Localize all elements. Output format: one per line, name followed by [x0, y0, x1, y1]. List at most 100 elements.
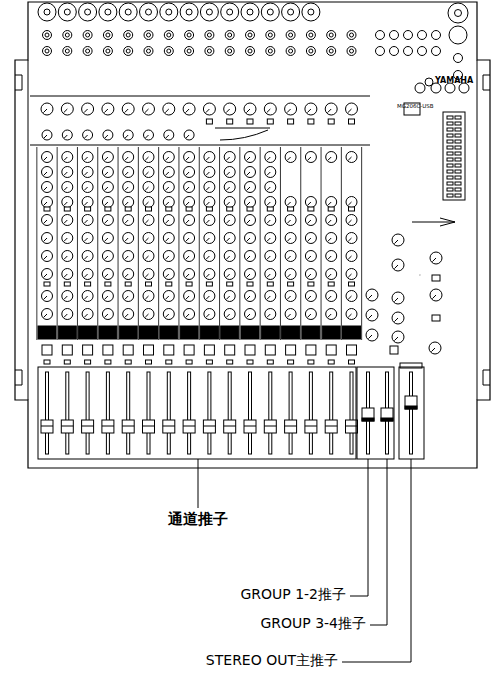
- knob: [42, 197, 53, 208]
- knob: [62, 251, 73, 262]
- phone-jack: [286, 31, 295, 40]
- knob: [204, 167, 215, 178]
- knob: [245, 152, 256, 163]
- knob: [184, 167, 195, 178]
- meter-segment: [447, 152, 453, 155]
- knob-pointer: [308, 157, 311, 160]
- phone-jack-core: [329, 33, 333, 37]
- knob-pointer: [84, 157, 87, 160]
- knob-pointer: [206, 157, 209, 160]
- peak-led: [125, 360, 131, 364]
- phone-jack-core: [167, 33, 171, 37]
- knob: [265, 251, 276, 262]
- knob: [204, 182, 215, 193]
- knob-pointer: [394, 318, 398, 322]
- phone-jack: [185, 31, 194, 40]
- knob-pointer: [186, 109, 190, 113]
- knob-pointer: [104, 109, 108, 113]
- knob-pointer: [267, 157, 270, 160]
- leader-line: [387, 459, 388, 625]
- knob-pointer: [206, 314, 209, 317]
- meter-segment: [447, 176, 453, 179]
- knob: [224, 167, 235, 178]
- xlr-pin: [247, 9, 253, 15]
- meter-segment: [447, 170, 453, 173]
- knob: [285, 152, 296, 163]
- knob-pointer: [206, 109, 210, 113]
- knob-pointer: [328, 220, 331, 223]
- knob-pointer: [166, 256, 169, 259]
- meter-segment: [455, 122, 461, 125]
- fader-knob: [163, 420, 175, 433]
- knob: [184, 152, 195, 163]
- knob: [265, 152, 276, 163]
- knob-pointer: [267, 296, 270, 299]
- channel-strip-label: [322, 326, 340, 339]
- knob-pointer: [166, 238, 169, 241]
- knob: [123, 215, 134, 226]
- knob-pointer: [247, 202, 250, 205]
- xlr-jack: [99, 3, 117, 21]
- knob: [42, 309, 53, 320]
- knob-pointer: [247, 172, 250, 175]
- knob: [123, 309, 134, 320]
- knob: [143, 152, 154, 163]
- knob: [326, 291, 337, 302]
- knob-pointer: [394, 298, 398, 302]
- group-fader-bracket: [357, 367, 394, 459]
- knob-pointer: [226, 202, 229, 205]
- knob: [61, 103, 73, 115]
- on-switch: [225, 345, 235, 355]
- knob-pointer: [328, 157, 331, 160]
- phone-jack: [266, 47, 275, 56]
- phone-jack: [63, 31, 72, 40]
- fader-knob: [143, 420, 155, 433]
- on-switch: [347, 345, 357, 355]
- on-switch: [62, 345, 72, 355]
- knob: [82, 291, 93, 302]
- fader-slot: [330, 372, 333, 454]
- phone-jack: [205, 47, 214, 56]
- knob: [285, 103, 297, 115]
- on-switch: [265, 345, 275, 355]
- knob-pointer: [84, 187, 87, 190]
- knob: [102, 309, 113, 320]
- strip-divider: [138, 147, 139, 340]
- knob: [204, 269, 215, 280]
- knob: [62, 309, 73, 320]
- eq-switch: [166, 207, 172, 211]
- rack-ear-edge: [28, 60, 29, 400]
- phone-jack-core: [126, 33, 130, 37]
- switch: [432, 275, 440, 281]
- channel-strip-label: [180, 326, 198, 339]
- fader-knob-line: [285, 426, 297, 427]
- phone-jack-core: [268, 49, 272, 53]
- knob-pointer: [206, 187, 209, 190]
- knob: [144, 130, 154, 140]
- xlr-pin: [105, 9, 111, 15]
- knob-pointer: [64, 238, 67, 241]
- knob: [245, 215, 256, 226]
- meter-segment: [455, 152, 461, 155]
- knob-pointer: [287, 314, 290, 317]
- knob-pointer: [64, 202, 67, 205]
- fader-slot: [127, 372, 130, 454]
- knob: [430, 252, 442, 264]
- knob: [143, 197, 154, 208]
- pan-switch: [186, 282, 192, 286]
- knob-pointer: [44, 157, 47, 160]
- knob: [163, 197, 174, 208]
- knob: [163, 182, 174, 193]
- model-name: MG206C-USB: [397, 103, 434, 110]
- pan-switch: [288, 282, 294, 286]
- knob: [346, 269, 357, 280]
- knob-pointer: [348, 256, 351, 259]
- knob-pointer: [368, 295, 372, 299]
- knob-pointer: [186, 256, 189, 259]
- peak-led: [146, 360, 152, 364]
- strip-divider: [77, 147, 78, 340]
- xlr-pin: [146, 9, 152, 15]
- fader-slot: [228, 372, 231, 454]
- knob-pointer: [206, 274, 209, 277]
- knob-pointer: [247, 238, 250, 241]
